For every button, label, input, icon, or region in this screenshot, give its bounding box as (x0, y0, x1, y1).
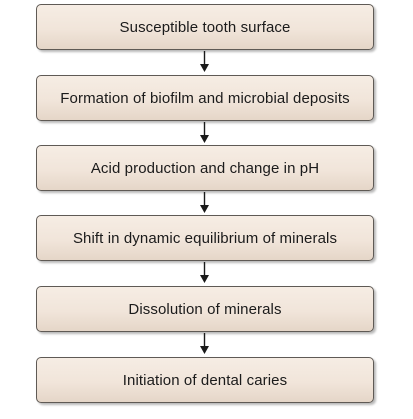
down-arrow-icon (200, 51, 209, 72)
step-box-acid-production: Acid production and change in pH (36, 145, 374, 191)
step-label: Initiation of dental caries (122, 371, 288, 389)
step-box-caries-initiation: Initiation of dental caries (36, 357, 374, 403)
step-box-susceptible-tooth-surface: Susceptible tooth surface (36, 4, 374, 50)
step-label: Formation of biofilm and microbial depos… (60, 89, 350, 107)
step-label: Shift in dynamic equilibrium of minerals (72, 229, 338, 247)
down-arrow-icon (200, 333, 209, 354)
step-box-mineral-dissolution: Dissolution of minerals (36, 286, 374, 332)
step-label: Susceptible tooth surface (119, 18, 291, 36)
down-arrow-icon (200, 262, 209, 283)
step-label: Dissolution of minerals (128, 300, 282, 318)
step-box-biofilm-formation: Formation of biofilm and microbial depos… (36, 75, 374, 121)
down-arrow-icon (200, 122, 209, 143)
step-box-mineral-equilibrium-shift: Shift in dynamic equilibrium of minerals (36, 215, 374, 261)
down-arrow-icon (200, 192, 209, 213)
step-label: Acid production and change in pH (90, 159, 320, 177)
